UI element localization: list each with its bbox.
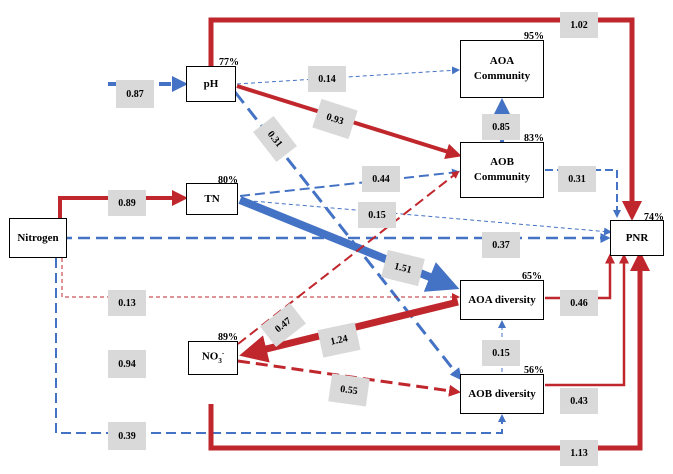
pct-tn: 80% xyxy=(218,175,238,186)
coef-089: 0.89 xyxy=(108,190,146,216)
node-aob-diversity-label: AOB diversity xyxy=(468,387,536,400)
aoa-community-line2: Community xyxy=(473,70,531,82)
pct-aoa-diversity: 65% xyxy=(522,271,542,282)
node-nitrogen: Nitrogen xyxy=(9,218,67,258)
coef-015: 0.15 xyxy=(358,202,396,228)
pct-aoa-community: 95% xyxy=(524,31,544,42)
node-ph: pH xyxy=(186,66,236,102)
arrow-ph-pnr xyxy=(208,17,642,221)
coef-046: 0.46 xyxy=(560,290,598,316)
coef-015b: 0.15 xyxy=(482,340,520,366)
arrow-tn-pnr xyxy=(239,199,612,236)
node-aoa-community: AOA Community xyxy=(460,40,544,98)
coef-014: 0.14 xyxy=(308,66,346,92)
coef-039: 0.39 xyxy=(108,422,146,450)
coef-055: 0.55 xyxy=(328,373,370,407)
node-aob-diversity: AOB diversity xyxy=(460,374,544,414)
coef-085: 0.85 xyxy=(482,114,520,140)
node-pnr-label: PNR xyxy=(625,231,649,244)
arrow-ph-aoa-community xyxy=(236,66,460,85)
coef-037: 0.37 xyxy=(482,232,520,258)
arrow-ph-aob-diversity xyxy=(233,91,462,381)
coef-087: 0.87 xyxy=(116,80,154,108)
aoa-community-line1: AOA xyxy=(489,55,515,68)
pct-aob-community: 83% xyxy=(524,133,544,144)
node-nitrogen-label: Nitrogen xyxy=(17,231,59,244)
node-pnr: PNR xyxy=(610,220,664,256)
node-tn: TN xyxy=(186,183,238,215)
pct-ph: 77% xyxy=(219,57,239,68)
node-aoa-diversity-label: AOA diversity xyxy=(468,293,536,306)
arrow-tn-aob-community xyxy=(239,168,460,197)
node-aob-community: AOB Community xyxy=(460,142,544,198)
aob-community-line1: AOB xyxy=(490,156,514,169)
coef-044: 0.44 xyxy=(362,166,400,192)
arrow-nitrogen-aob-diversity xyxy=(55,258,506,434)
node-ph-label: pH xyxy=(203,77,219,90)
coef-102: 1.02 xyxy=(560,12,598,38)
arrow-bottom-pnr xyxy=(208,251,650,451)
node-tn-label: TN xyxy=(204,192,220,205)
arrow-nitrogen-aoa-diversity xyxy=(61,258,460,301)
coef-031b: 0.31 xyxy=(558,166,596,192)
coef-013: 0.13 xyxy=(108,290,146,316)
node-no3-label: NO3- xyxy=(201,349,225,366)
node-no3: NO3- xyxy=(188,341,238,375)
coef-113: 1.13 xyxy=(560,440,598,466)
arrow-aob-diversity-pnr xyxy=(545,253,629,387)
node-aoa-diversity: AOA diversity xyxy=(460,280,544,320)
coef-043: 0.43 xyxy=(560,388,598,414)
pct-aob-diversity: 56% xyxy=(524,365,544,376)
pct-no3: 89% xyxy=(218,332,238,343)
coef-094: 0.94 xyxy=(108,350,146,378)
pct-pnr: 74% xyxy=(644,212,664,223)
aob-community-line2: Community xyxy=(473,171,531,183)
